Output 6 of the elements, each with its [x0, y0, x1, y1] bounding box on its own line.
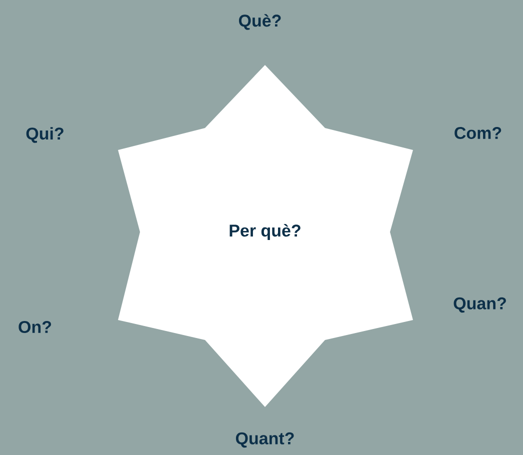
label: Quan? [454, 297, 506, 313]
label: On? [18, 320, 52, 333]
label: Qui? [26, 127, 64, 143]
label: Com? [454, 126, 502, 140]
label: Quant? [236, 432, 294, 448]
label: Què? [238, 14, 281, 30]
